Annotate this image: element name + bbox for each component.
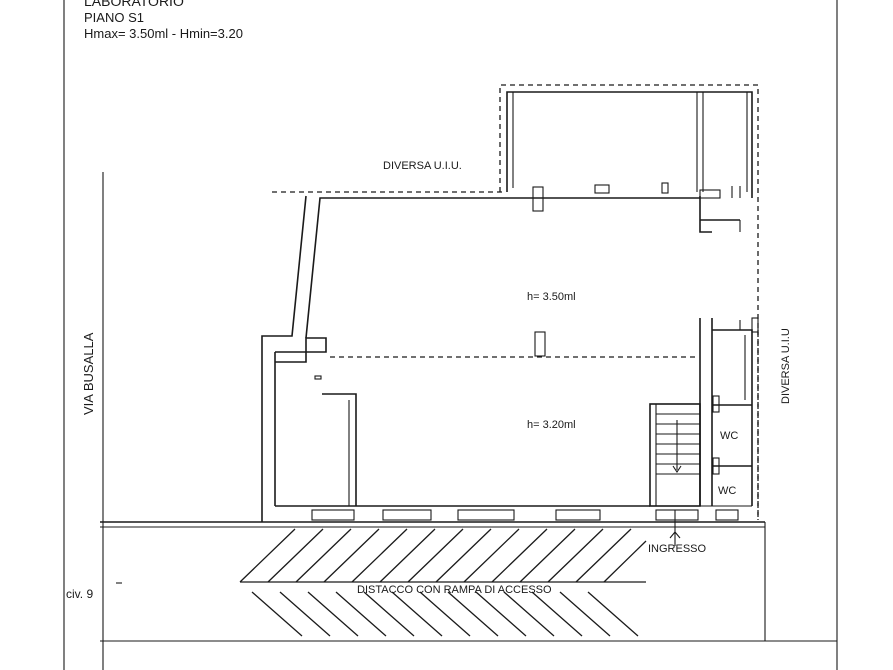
- street-label: VIA BUSALLA: [81, 332, 96, 415]
- wc-upper-label: WC: [720, 430, 738, 442]
- height-upper-label: h= 3.50ml: [527, 291, 576, 303]
- neighbor-top-label: DIVERSA U.I.U.: [383, 160, 462, 172]
- entrance-label: INGRESSO: [648, 543, 707, 555]
- civic-number-label: civ. 9: [66, 587, 93, 601]
- neighbor-unit-top: [272, 84, 759, 520]
- access-ramp-hatch: [239, 528, 647, 637]
- height-lower-label: h= 3.20ml: [527, 419, 576, 431]
- header-heights: Hmax= 3.50ml - Hmin=3.20: [84, 26, 243, 41]
- header-title: LABORATORIO: [84, 0, 184, 9]
- wc-lower-label: WC: [718, 485, 736, 497]
- neighbor-right-label: DIVERSA U.I.U: [780, 328, 792, 404]
- ramp-label: DISTACCO CON RAMPA DI ACCESSO: [357, 584, 552, 596]
- entrance-marker: [669, 510, 681, 546]
- wc-block: [699, 318, 753, 507]
- main-unit-walls: [100, 195, 765, 528]
- facade-windows: [311, 509, 739, 521]
- header-floor: PIANO S1: [84, 10, 144, 25]
- staircase: [649, 403, 701, 507]
